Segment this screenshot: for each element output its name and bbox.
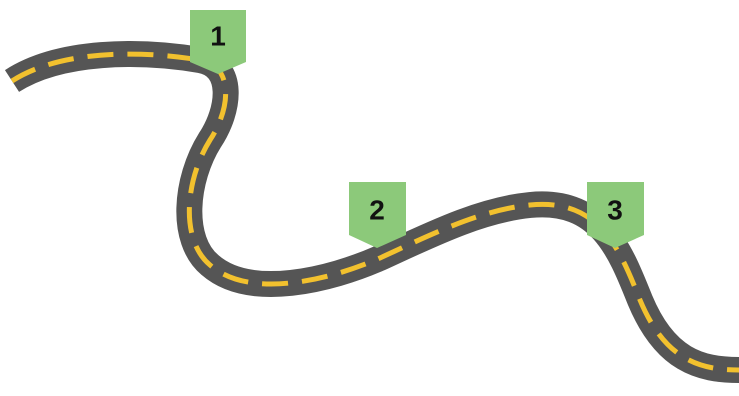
milestone-3-label: 3: [607, 194, 623, 225]
milestone-2-label: 2: [369, 194, 385, 225]
milestone-marker-2: 2: [349, 182, 406, 248]
milestone-marker-3: 3: [587, 182, 644, 248]
milestone-1-label: 1: [210, 20, 226, 51]
milestone-marker-1: 1: [190, 10, 246, 74]
